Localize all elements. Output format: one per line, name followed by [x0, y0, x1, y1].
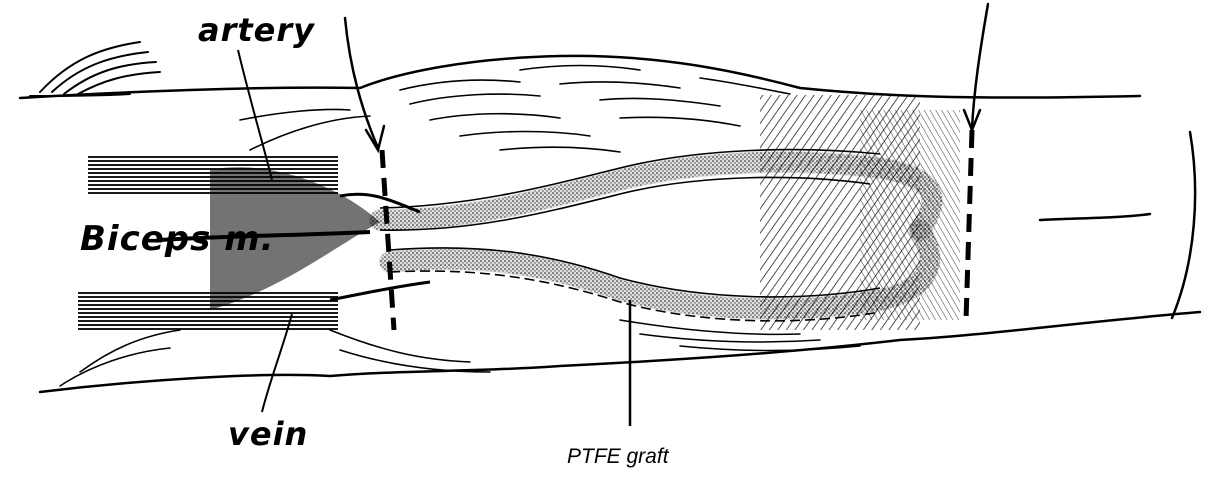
arrow-right	[964, 4, 988, 130]
artery-label: artery	[198, 14, 315, 46]
vein-label: vein	[228, 418, 308, 450]
upper-arm-hatching	[240, 66, 790, 153]
incision-left	[382, 150, 394, 330]
biceps-lower-band	[78, 290, 338, 332]
shoulder-hatching	[30, 42, 160, 96]
arrow-left	[345, 18, 384, 150]
ptfe-graft-label: PTFE graft	[567, 446, 669, 467]
biceps-label: Biceps m.	[80, 222, 275, 256]
incision-right	[966, 130, 972, 320]
vein-vessel	[330, 282, 430, 300]
